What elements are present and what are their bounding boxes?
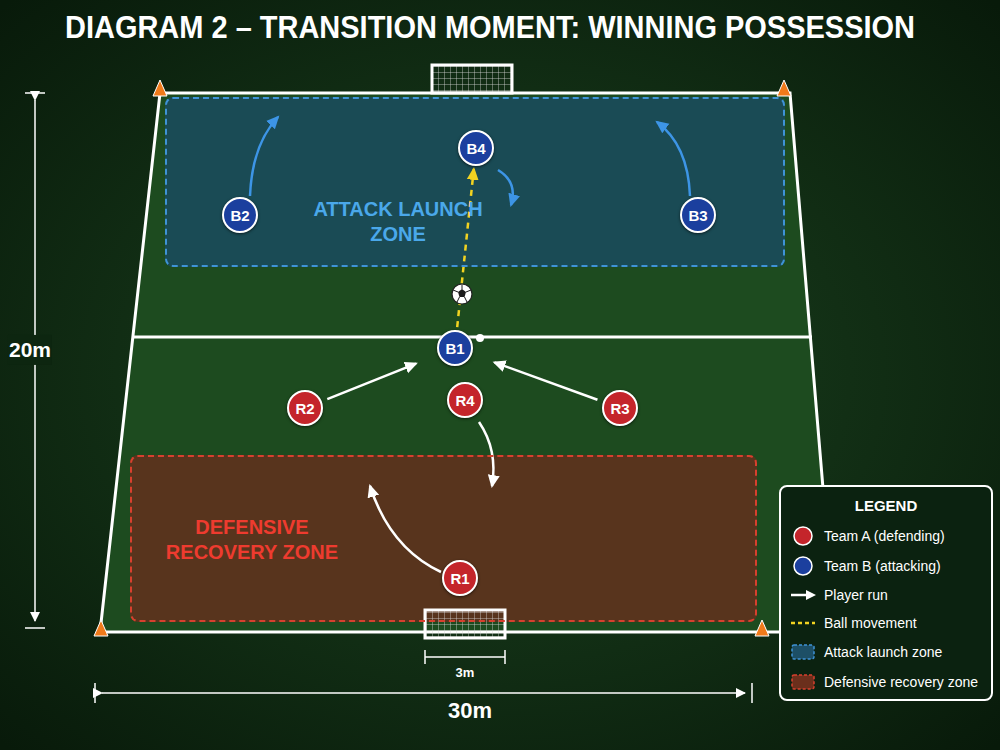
dimension-label: 20m [9,338,51,361]
run-arrow [494,362,597,399]
legend-text: Team B (attacking) [824,558,941,574]
legend-text: Player run [824,587,888,603]
player-number: R2 [295,400,314,417]
zone-fill [165,97,785,267]
legend-text-wrap: Ball movement [824,615,917,631]
legend-swatch [792,675,814,689]
zone-band: ATTACK LAUNCH ZONE B4B2 B3 [165,97,785,267]
player-circle: B3 [680,197,716,233]
dimension-label: 3m [456,665,475,680]
zone-label: DEFENSIVE RECOVERY ZONE [166,516,338,563]
legend-arrow-sample [791,594,807,597]
legend-sample [789,612,817,634]
zone-label-wrap: ATTACK LAUNCH ZONE [313,197,483,247]
player-number: B3 [688,207,707,224]
legend-text-wrap: Team B (attacking) [824,558,941,574]
legend-text: Defensive recovery zone [824,674,978,690]
player-circle: R3 [602,390,638,426]
legend-swatch [794,527,812,545]
legend-sample [789,671,817,693]
dimension-label: 30m [448,698,492,723]
zone-band: DEFENSIVE RECOVERY ZONE R1 [130,455,757,622]
legend-sample [789,525,817,547]
player-number: R4 [455,392,474,409]
zone-label: ATTACK LAUNCH ZONE [313,198,482,245]
player-number: B4 [466,140,485,157]
player-circle: R1 [442,560,478,596]
legend-text-wrap: Attack launch zone [824,644,942,660]
legend-text: Team A (defending) [824,528,945,544]
legend-sample [789,641,817,663]
legend-text-wrap: Player run [824,587,888,603]
player-circle: B2 [222,197,258,233]
player-number: B2 [230,207,249,224]
player-circle: B4 [458,130,494,166]
player-circle: B1 [437,330,473,366]
title-wrap: DIAGRAM 2 – TRANSITION MOMENT: WINNING P… [65,10,915,46]
legend-swatch [792,645,814,659]
player-number: R3 [610,400,629,417]
run-arrow [327,364,416,399]
legend-sample [789,555,817,577]
legend-text-wrap: Defensive recovery zone [824,674,978,690]
legend-text: Ball movement [824,615,917,631]
ball [452,284,472,304]
legend-heading: LEGEND [855,497,918,514]
legend-dash-sample [791,622,815,625]
player-number: B1 [445,340,464,357]
legend-text: Attack launch zone [824,644,942,660]
zone-fill [130,455,757,622]
dimension-label-wrap: 3m [456,666,475,681]
player-circle: R4 [447,382,483,418]
player-circle: R2 [287,390,323,426]
legend-text-wrap: Team A (defending) [824,528,945,544]
player-number: R1 [450,570,469,587]
zone-label-wrap: DEFENSIVE RECOVERY ZONE [147,515,357,565]
dimension-label-wrap: 30m [448,698,492,723]
legend-swatch [794,557,812,575]
legend-sample [789,584,817,606]
legend-arrow-head [806,590,816,600]
legend-heading-wrap: LEGEND [855,497,918,514]
title: DIAGRAM 2 – TRANSITION MOMENT: WINNING P… [65,10,915,45]
dimension-label-wrap: 20m [8,335,52,365]
